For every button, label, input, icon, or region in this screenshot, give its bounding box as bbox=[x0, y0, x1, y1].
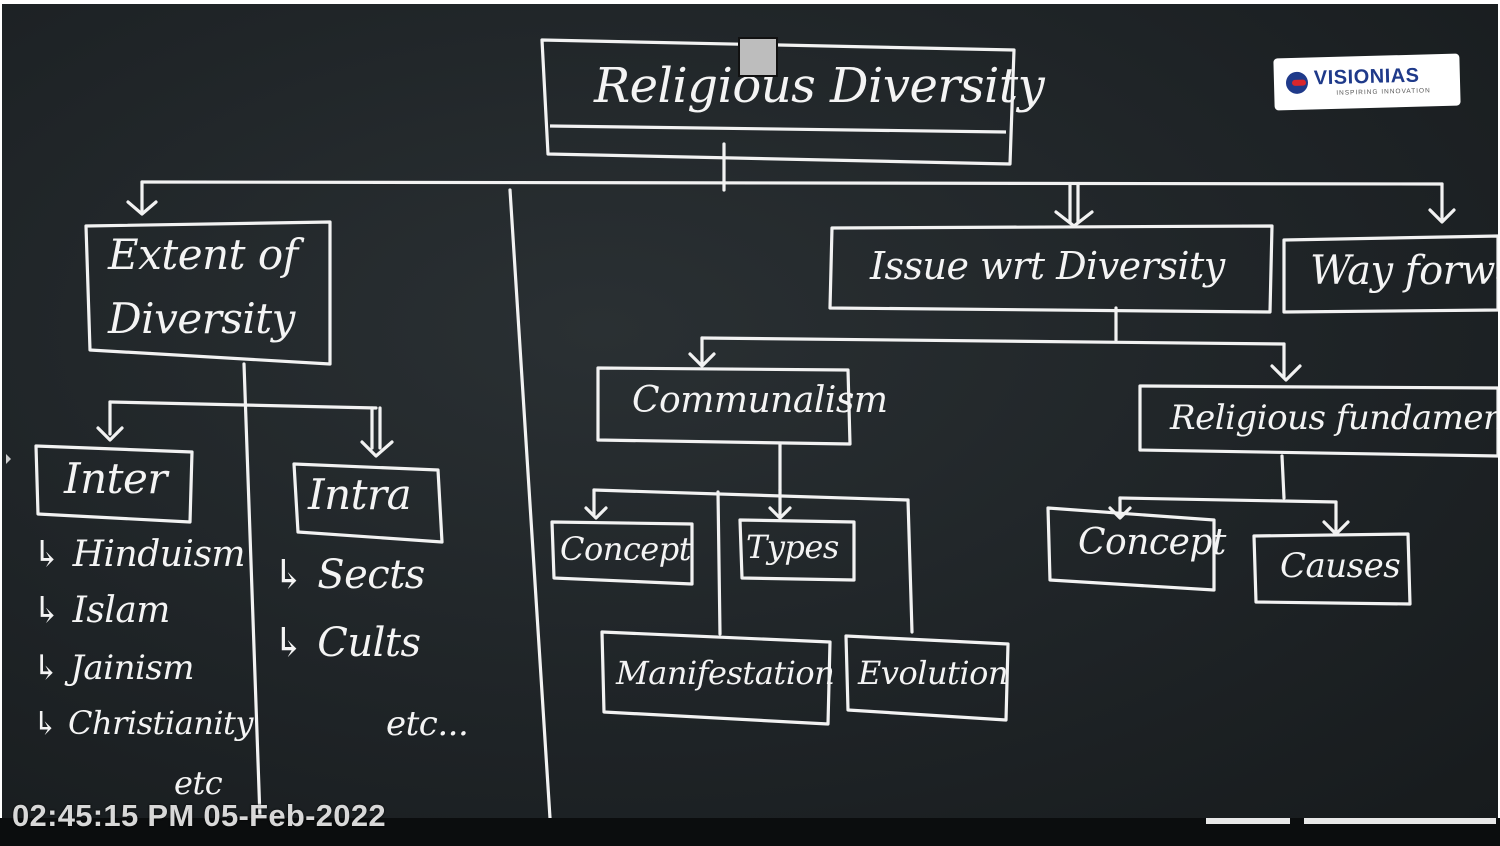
extent-label-line1: Extent of bbox=[108, 230, 298, 279]
inter-item: ↳ Christianity bbox=[32, 704, 253, 742]
diagram-connectors bbox=[34, 38, 1498, 818]
intra-label: Intra bbox=[308, 470, 412, 519]
communalism-child-evolution: Evolution bbox=[858, 654, 1009, 692]
way-forward-label: Way forwar bbox=[1310, 248, 1498, 294]
logo-text: VISIONIAS bbox=[1313, 64, 1420, 90]
communalism-label: Communalism bbox=[632, 380, 888, 421]
communalism-child-types: Types bbox=[746, 528, 839, 566]
bottom-bar-segment bbox=[1206, 818, 1290, 824]
extent-label-line2: Diversity bbox=[108, 294, 295, 343]
blackboard: Religious Diversity Extent of Diversity … bbox=[2, 4, 1498, 818]
inter-item: ↳ Hinduism bbox=[32, 534, 246, 575]
communalism-child-manifestation: Manifestation bbox=[616, 654, 835, 692]
left-edge-mark bbox=[6, 454, 11, 464]
intra-item: ↳ Sects bbox=[272, 552, 425, 598]
fundamentalism-child-concept: Concept bbox=[1078, 522, 1226, 563]
communalism-child-concept: Concept bbox=[560, 530, 692, 568]
logo-mark-icon bbox=[1285, 71, 1309, 95]
issue-label: Issue wrt Diversity bbox=[870, 244, 1225, 288]
inter-item: ↳ Jainism bbox=[32, 648, 195, 688]
logo-tagline: INSPIRING INNOVATION bbox=[1336, 87, 1431, 97]
fundamentalism-label: Religious fundamentalis bbox=[1170, 398, 1498, 438]
inter-etc: etc bbox=[174, 764, 223, 802]
fundamentalism-child-causes: Causes bbox=[1280, 546, 1401, 586]
intra-etc: etc... bbox=[386, 704, 469, 744]
inter-label: Inter bbox=[64, 454, 167, 503]
inter-item: ↳ Islam bbox=[32, 590, 170, 631]
pointer-marker bbox=[738, 37, 778, 77]
root-label: Religious Diversity bbox=[594, 58, 1045, 114]
bottom-bar-segment bbox=[1304, 818, 1496, 824]
visionias-logo: VISIONIAS INSPIRING INNOVATION bbox=[1273, 53, 1461, 111]
intra-item: ↳ Cults bbox=[272, 620, 421, 666]
recording-timestamp: 02:45:15 PM 05-Feb-2022 bbox=[12, 798, 386, 833]
